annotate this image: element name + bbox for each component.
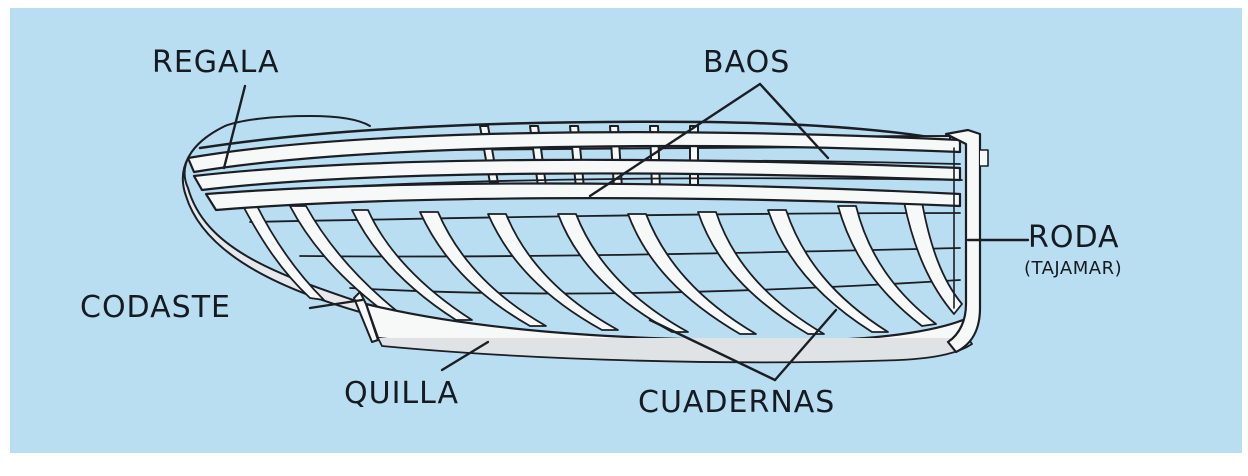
stem-bolt (980, 150, 988, 166)
label-tajamar: (TAJAMAR) (1024, 260, 1122, 278)
label-codaste: CODASTE (80, 293, 231, 323)
label-baos: BAOS (703, 48, 790, 78)
diagram-panel: REGALA BAOS RODA (TAJAMAR) CODASTE QUILL… (10, 8, 1242, 453)
label-cuadernas: CUADERNAS (638, 388, 835, 418)
label-quilla: QUILLA (344, 379, 459, 409)
label-roda: RODA (1028, 223, 1120, 253)
label-regala: REGALA (152, 48, 280, 78)
sheer-planks (188, 132, 960, 210)
